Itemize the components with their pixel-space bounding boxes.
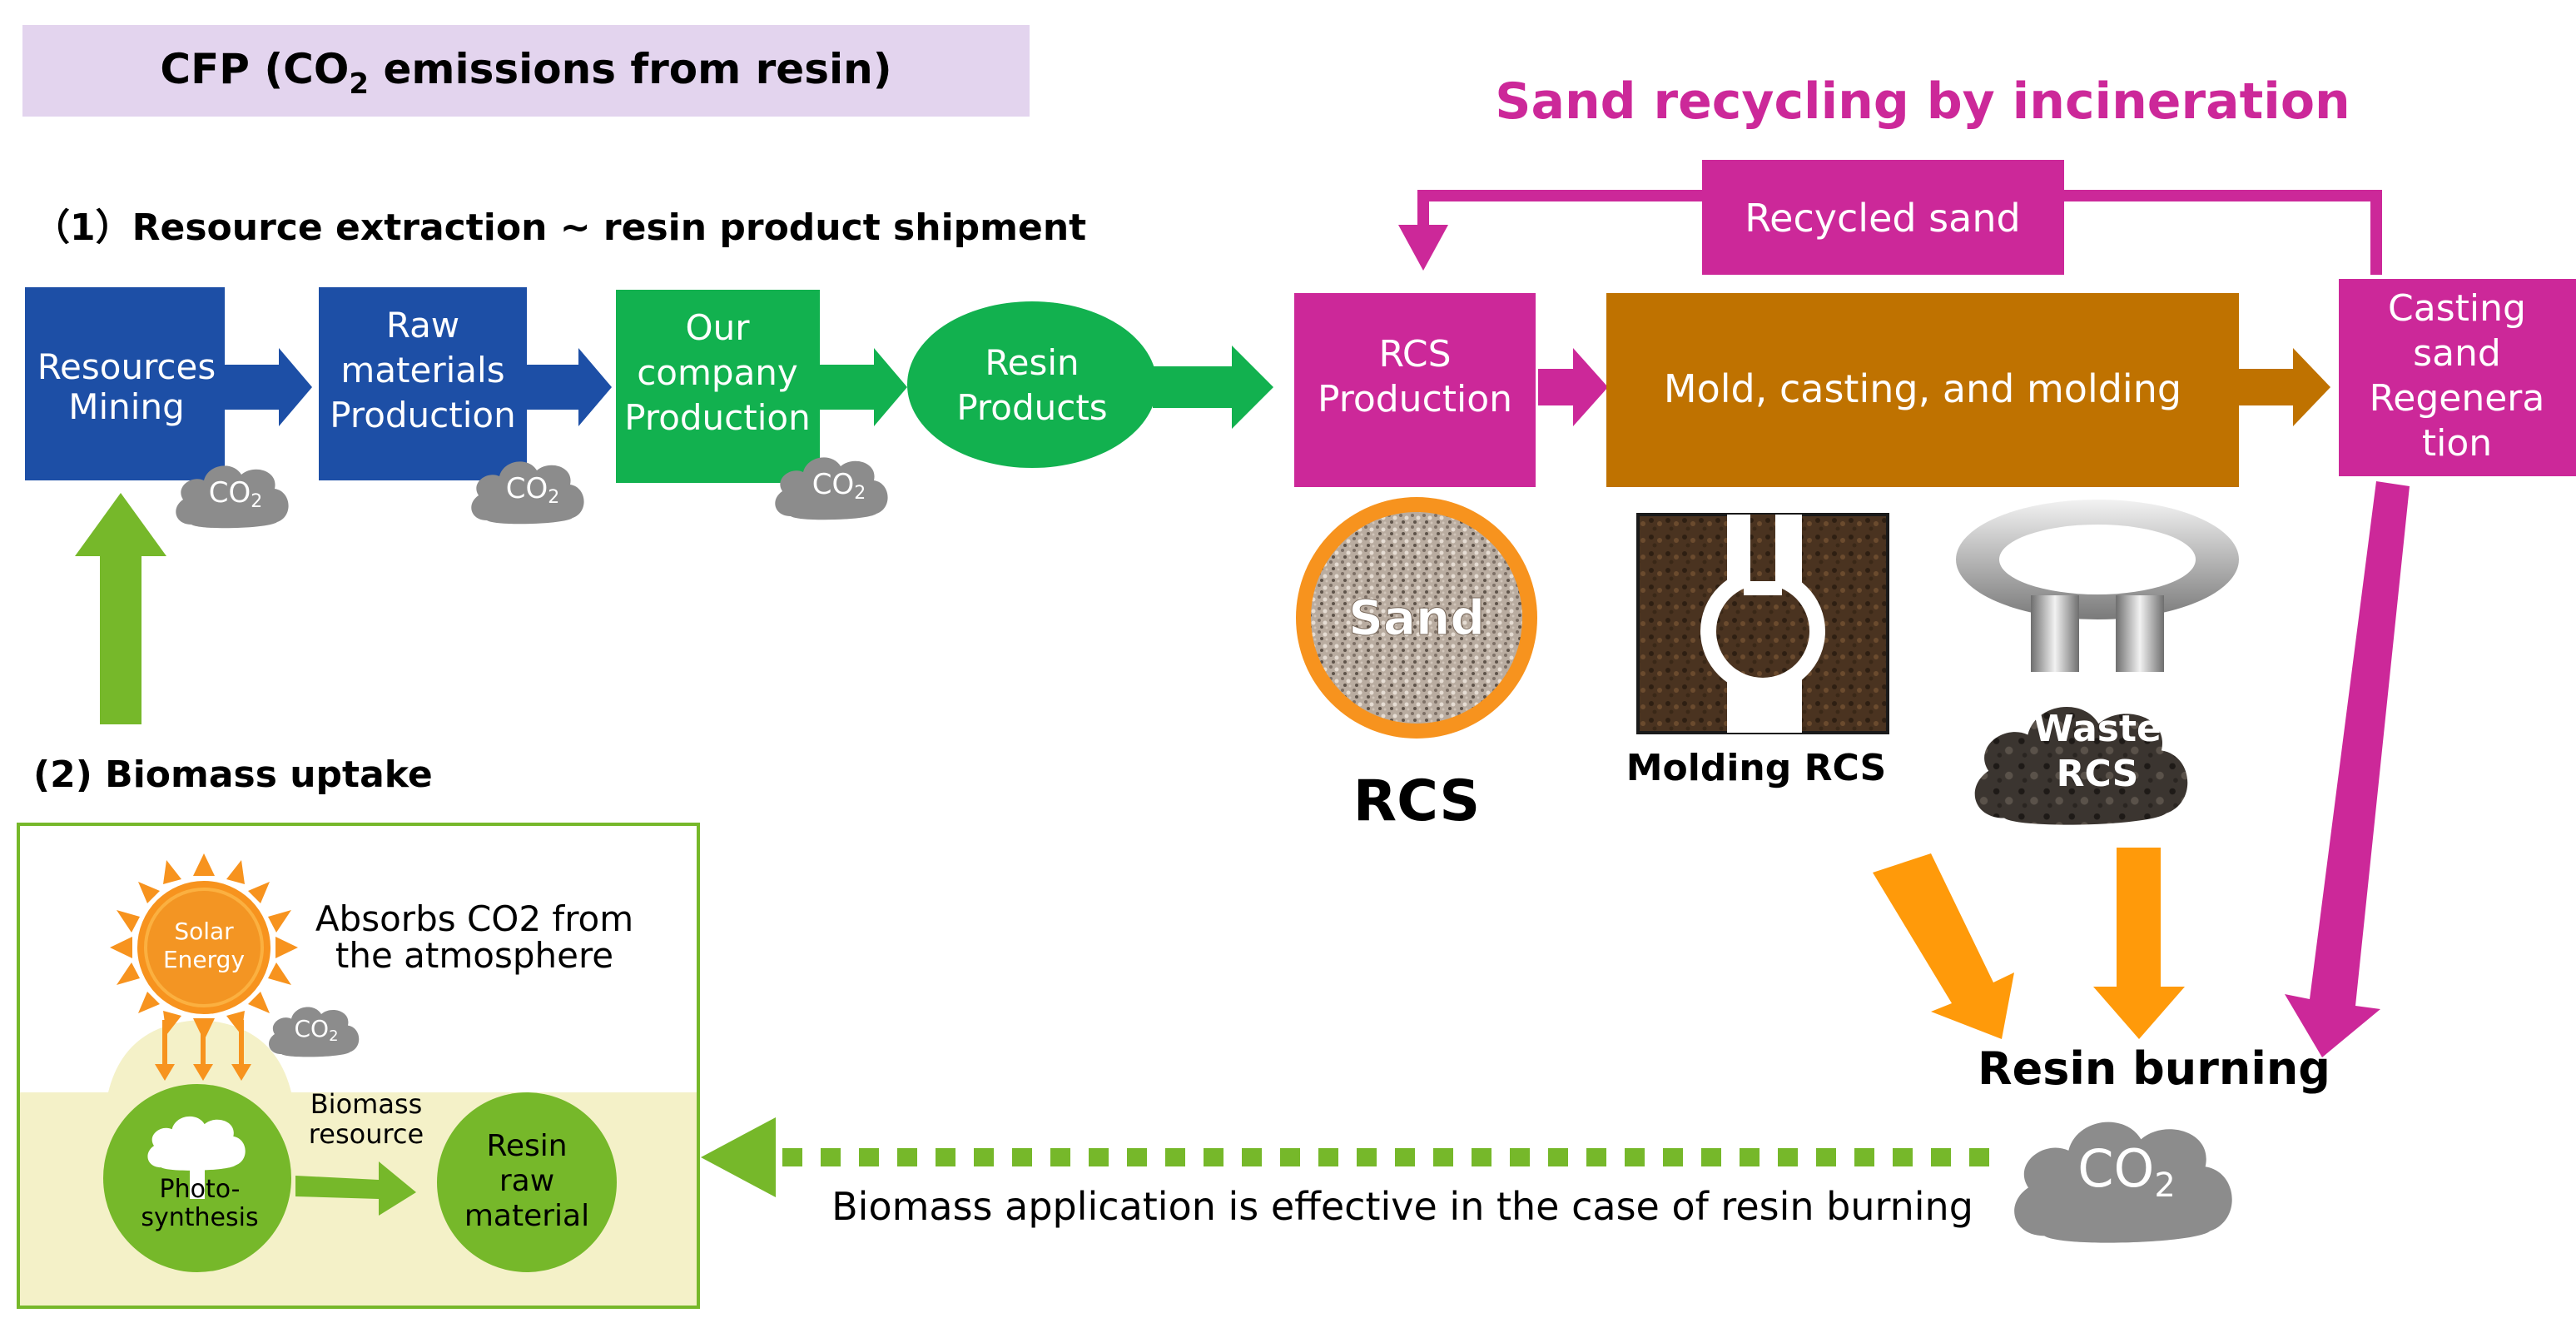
svg-text:CO2: CO2 <box>2077 1138 2176 1205</box>
arrow-products-to-rcs <box>1153 346 1273 429</box>
molding-rcs-image <box>1636 513 1889 734</box>
raw-materials-box <box>319 287 527 480</box>
svg-text:CO2: CO2 <box>209 476 263 512</box>
svg-text:CO2: CO2 <box>294 1015 338 1045</box>
biomass-note: Biomass application is effective in the … <box>831 1184 1973 1229</box>
mold-casting-box <box>1606 293 2239 487</box>
arrow-photo-to-resin <box>295 1161 416 1216</box>
resources-mining-box <box>25 287 225 480</box>
casting-sand-box <box>2339 279 2576 476</box>
our-company-box <box>616 290 820 483</box>
resin-raw-circle <box>437 1092 617 1272</box>
sun-icon <box>110 853 298 1041</box>
page-title: CFP (CO2 emissions from resin) <box>160 45 891 101</box>
arrow-resources-to-raw <box>225 348 312 426</box>
arrow-waste-to-burning <box>2093 848 2185 1039</box>
co2-cloud-burning: CO2 <box>2014 1122 2232 1243</box>
section1-heading: （1）Resource extraction ~ resin product s… <box>33 206 1086 249</box>
arrow-raw-to-company <box>527 348 612 426</box>
svg-text:CO2: CO2 <box>506 472 560 508</box>
svg-text:CO2: CO2 <box>812 468 866 504</box>
biomass-return-arrowhead <box>701 1117 776 1197</box>
rcs-label: RCS <box>1353 768 1481 834</box>
sand-image: Sand <box>1296 497 1537 739</box>
co2-cloud-1: CO2 <box>176 465 289 529</box>
co2-cloud-small: CO2 <box>269 1007 360 1057</box>
title-banner <box>22 25 1030 117</box>
sun-rays-arrows <box>155 1020 251 1081</box>
mold-casting-label: Mold, casting, and molding <box>1664 366 2181 411</box>
arrow-company-to-products <box>820 348 907 426</box>
recycle-loop-arrowhead <box>1398 225 1448 271</box>
recycled-sand-label: Recycled sand <box>1745 196 2020 241</box>
molding-rcs-label: Molding RCS <box>1626 747 1887 789</box>
metal-casting-image <box>1956 500 2239 672</box>
arrow-rcs-to-mold <box>1538 348 1608 426</box>
arrow-mold-to-casting-sand <box>2239 348 2330 426</box>
photosynthesis-label: Photo-synthesis <box>141 1175 258 1232</box>
tree-icon <box>147 1116 246 1199</box>
resin-burning-label: Resin burning <box>1978 1042 2330 1095</box>
co2-cloud-2: CO2 <box>471 461 584 525</box>
arrow-biomass-to-resources <box>75 493 166 724</box>
resin-products-ellipse <box>907 301 1157 468</box>
arrow-molding-to-burning <box>1873 853 2014 1039</box>
recycling-title: Sand recycling by incineration <box>1495 72 2350 131</box>
arrow-casting-to-burning <box>2285 481 2410 1057</box>
sand-label: Sand <box>1348 589 1485 646</box>
section2-heading: (2) Biomass uptake <box>33 754 433 796</box>
recycled-sand-box <box>1702 160 2064 275</box>
co2-cloud-3: CO2 <box>775 457 888 520</box>
rcs-production-box <box>1294 293 1536 487</box>
